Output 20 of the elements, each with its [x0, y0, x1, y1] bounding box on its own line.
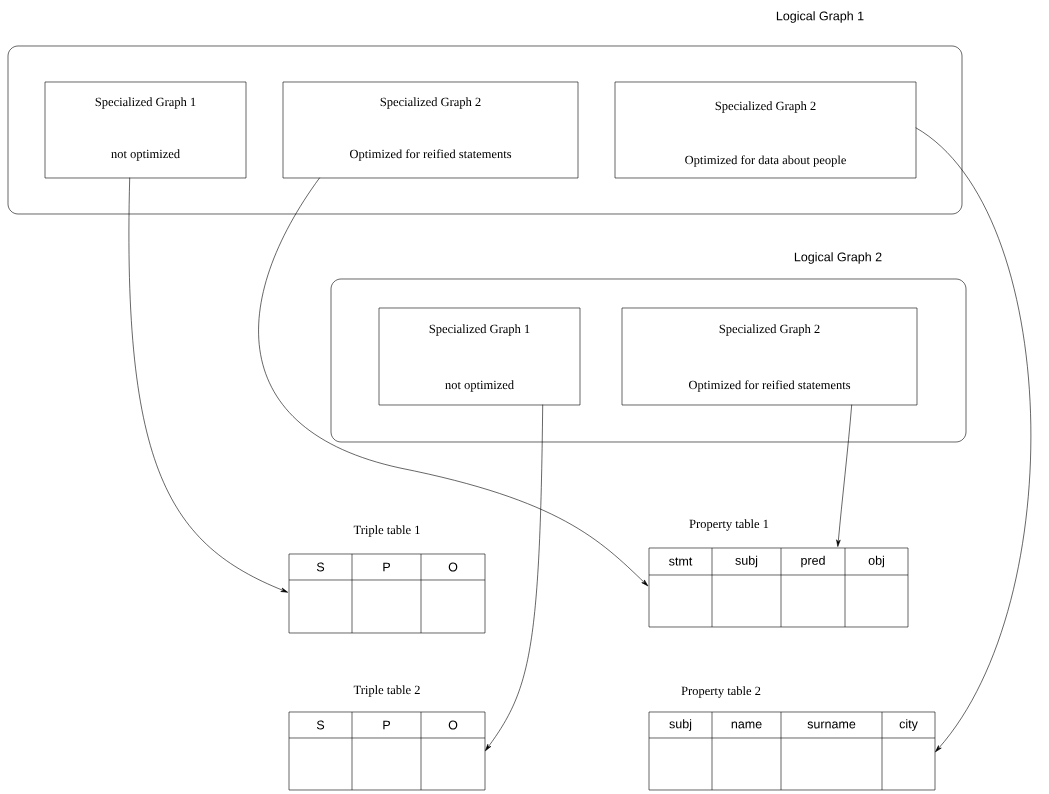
graph-box: Specialized Graph 1 not optimized [378, 307, 581, 406]
node-label: Logical Graph 2 [794, 252, 882, 264]
arrow [485, 404, 543, 752]
graph-box: Specialized Graph 2 Optimized for reified statements [282, 81, 579, 179]
node-label: Property table 1 [689, 519, 769, 531]
graph-box: Specialized Graph 1 not optimized [44, 81, 247, 179]
table: Property table 1 stmt subj pred obj [648, 519, 909, 628]
node-label: Triple table 1 [353, 525, 420, 537]
table: Property table 2 subj name surname city [648, 686, 936, 791]
arrow [128, 177, 288, 593]
table: Triple table 2 S P O [288, 685, 486, 791]
graph-box: Specialized Graph 2 Optimized for data about people [614, 81, 917, 179]
arrow [258, 177, 649, 587]
node-label: Triple table 2 [353, 685, 420, 697]
table: Triple table 1 S P O [288, 525, 486, 634]
node-label: Logical Graph 1 [776, 11, 864, 23]
node-label: Property table 2 [681, 686, 761, 698]
arrow [836, 404, 852, 547]
graph-box: Specialized Graph 2 Optimized for reified statements [621, 307, 918, 406]
arrow [915, 127, 1031, 753]
